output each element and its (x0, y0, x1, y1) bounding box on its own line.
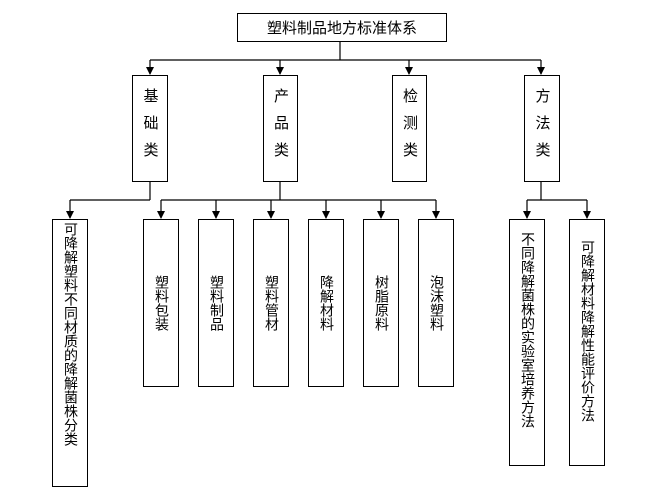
category-method-node: 方法类 (524, 75, 560, 182)
method-child-node: 不同降解菌株的实验室培养方法 (509, 219, 545, 466)
product-child-label: 塑料制品 (208, 275, 224, 331)
product-child-label: 塑料管材 (263, 275, 279, 331)
category-product-label: 产品类 (272, 88, 290, 169)
product-child-label: 降解材料 (318, 275, 334, 331)
product-child-label: 树脂原料 (373, 275, 389, 331)
category-basic-label: 基础类 (141, 88, 160, 169)
product-child-node: 塑料管材 (253, 219, 289, 387)
category-product-node: 产品类 (263, 75, 298, 182)
category-testing-node: 检测类 (392, 75, 427, 182)
root-node-label: 塑料制品地方标准体系 (266, 19, 417, 37)
method-child-node: 可降解材料降解性能评价方法 (569, 219, 605, 466)
basic-child-label: 可降解塑料不同材质的降解菌株分类 (62, 222, 78, 446)
product-child-node: 塑料制品 (198, 219, 234, 387)
category-basic-node: 基础类 (132, 75, 168, 182)
product-child-node: 降解材料 (308, 219, 344, 387)
product-child-node: 泡沫塑料 (418, 219, 454, 387)
method-child-label: 不同降解菌株的实验室培养方法 (519, 232, 535, 428)
basic-child-node: 可降解塑料不同材质的降解菌株分类 (52, 219, 88, 487)
method-child-label: 可降解材料降解性能评价方法 (579, 240, 595, 422)
product-child-label: 泡沫塑料 (428, 275, 444, 331)
product-child-node: 塑料包装 (143, 219, 179, 387)
category-testing-label: 检测类 (401, 88, 419, 169)
product-child-label: 塑料包装 (153, 275, 169, 331)
product-child-node: 树脂原料 (363, 219, 399, 387)
root-node: 塑料制品地方标准体系 (237, 13, 447, 42)
category-method-label: 方法类 (533, 88, 552, 169)
